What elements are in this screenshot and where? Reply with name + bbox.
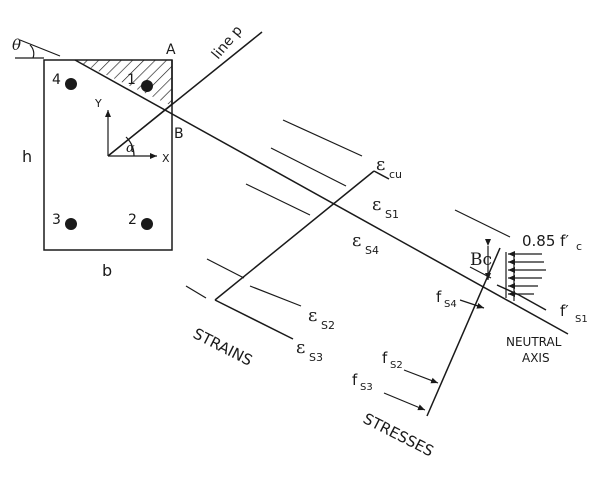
strain-diagram [214,170,390,340]
svg-text:S4: S4 [444,299,457,310]
svg-text:ε: ε [376,154,385,175]
f-s2-arrow [403,369,439,384]
column-section: 4 1 3 2 A B h b Y X α [22,42,184,280]
svg-text:S1: S1 [385,208,399,221]
eps-s4-label: ε S4 [352,230,379,257]
theta-label: θ [12,36,21,54]
line-p-label: line p [209,23,246,63]
svg-text:S1: S1 [575,314,588,325]
neutral-axis-trace [74,59,569,335]
alpha-label: α [126,141,135,156]
svg-text:f: f [436,288,442,306]
svg-text:ε: ε [296,337,305,358]
projection-lines [185,119,511,299]
point-b-label: B [174,126,184,142]
stress-block-arrows [508,251,546,297]
eps-cu-label: ε cu [376,154,402,181]
column-outline [43,59,173,251]
y-axis-label: Y [94,97,102,110]
svg-text:S3: S3 [309,351,323,364]
theta-angle: θ [12,36,61,59]
point-a-label: A [166,42,176,58]
beta-c-label: Bc [470,250,492,270]
svg-text:ε: ε [308,305,317,326]
bar-1-label: 1 [127,72,136,88]
neutral-axis-label-line1: NEUTRAL [506,335,562,349]
svg-text:ε: ε [352,230,361,251]
f-s3-arrow [383,392,426,411]
stresses-label: STRESSES [360,410,436,461]
stress-diagram [426,247,547,417]
svg-text:S2: S2 [321,319,335,332]
svg-text:S2: S2 [390,360,403,371]
rebar-2 [141,218,153,230]
line-p [107,31,263,157]
svg-text:0.85 f′: 0.85 f′ [522,232,569,250]
f-prime-s1-label: f′ S1 [560,302,588,325]
rebar-1 [141,80,153,92]
bar-2-label: 2 [128,212,137,228]
eps-s1-label: ε S1 [372,194,399,221]
x-axis-label: X [162,152,170,165]
beta-c-dimension: Bc [470,239,492,280]
f-s4-label: f S4 [436,288,457,310]
svg-text:f: f [352,371,358,389]
eps-s3-label: ε S3 [296,337,323,364]
svg-text:c: c [576,240,582,253]
svg-text:S4: S4 [365,244,379,257]
f-s2-label: f S2 [382,349,403,371]
rebar-4 [65,78,77,90]
strains-label: STRAINS [190,325,255,370]
width-label: b [102,261,112,280]
neutral-axis-label-line2: AXIS [522,351,550,365]
rebar-3 [65,218,77,230]
stress-block-label: 0.85 f′ c [522,232,582,253]
svg-text:f: f [382,349,388,367]
f-s4-arrow [459,299,485,309]
height-label: h [22,147,32,166]
bar-3-label: 3 [52,212,61,228]
svg-text:cu: cu [389,168,402,181]
svg-text:f′: f′ [560,302,569,320]
compression-zone-hatch [75,60,172,106]
f-s3-label: f S3 [352,371,373,393]
eps-s2-label: ε S2 [308,305,335,332]
svg-text:ε: ε [372,194,381,215]
svg-text:S3: S3 [360,382,373,393]
bar-4-label: 4 [52,72,61,88]
